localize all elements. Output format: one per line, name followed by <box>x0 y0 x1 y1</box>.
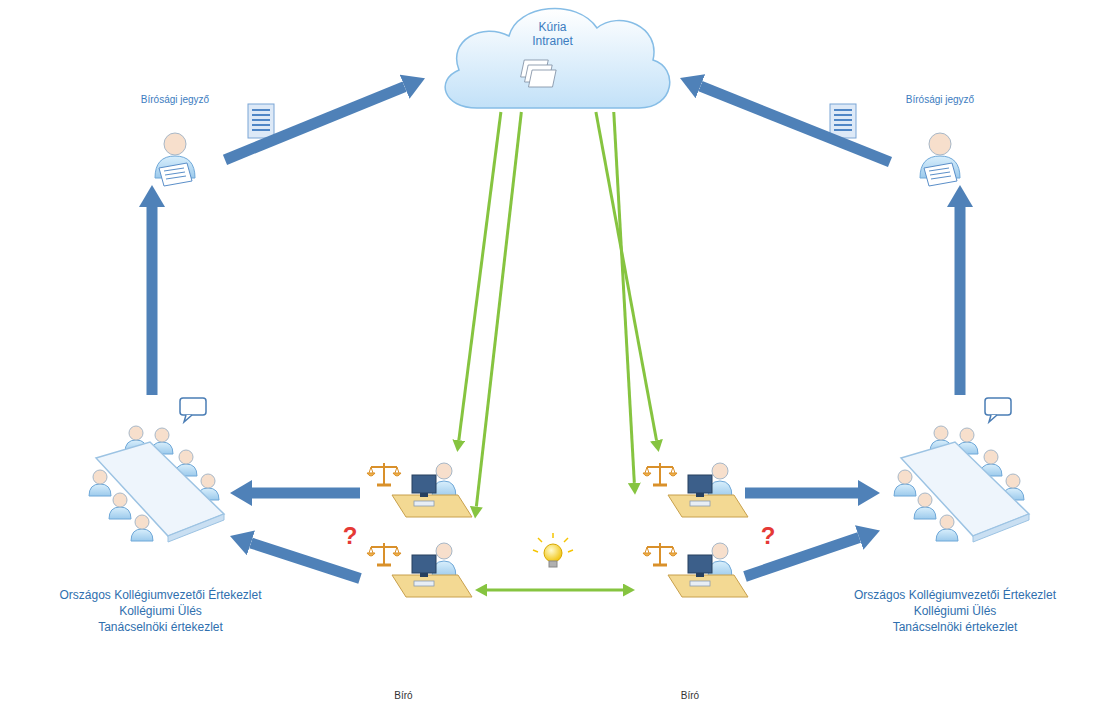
meeting-group: Országos Kollégiumvezetői ÉrtekezletKoll… <box>880 395 1040 550</box>
access-arrow <box>614 112 635 483</box>
meeting-group-label: Kollégiumi Ülés <box>119 604 202 618</box>
flow-arrow <box>251 543 360 579</box>
clerk-node: Bírósági jegyző <box>890 92 990 185</box>
access-arrow <box>476 112 521 507</box>
meeting-group-label: Tanácselnöki értekezlet <box>98 620 223 634</box>
flow-arrow <box>955 207 966 395</box>
flow-arrow <box>225 87 405 160</box>
meeting-group-label: Országos Kollégiumvezetői Értekezlet <box>854 588 1056 602</box>
intranet-cloud-label: Kúria Intranet <box>518 20 588 49</box>
clerk-node: Bírósági jegyző <box>125 92 225 185</box>
flow-arrow <box>700 86 890 162</box>
judge-group-label: Bíró <box>681 690 699 702</box>
access-arrow <box>459 112 501 440</box>
clerk-node-label: Bírósági jegyző <box>906 94 974 106</box>
judge-group: Bíró <box>360 452 475 607</box>
question-mark: ? <box>343 524 358 548</box>
flow-arrow <box>252 488 360 499</box>
access-arrow <box>487 589 623 592</box>
clerk-node-label: Bírósági jegyző <box>141 94 209 106</box>
cloud-shape <box>425 0 680 112</box>
meeting-group-label: Országos Kollégiumvezetői Értekezlet <box>59 588 261 602</box>
meeting-group: Országos Kollégiumvezetői ÉrtekezletKoll… <box>75 395 230 550</box>
flow-arrow <box>147 207 158 395</box>
meeting-group-label: Tanácselnöki értekezlet <box>893 620 1018 634</box>
judge-figure <box>367 463 748 597</box>
access-arrow <box>596 112 657 440</box>
judge-group: Bíró <box>635 452 745 607</box>
intranet-cloud: Kúria Intranet <box>425 0 680 112</box>
flow-arrow <box>745 488 858 499</box>
lightbulb-icon <box>533 533 573 567</box>
question-mark: ? <box>761 524 776 548</box>
judge-group-label: Bíró <box>394 690 412 702</box>
meeting-figure <box>89 398 1029 542</box>
meeting-group-label: Kollégiumi Ülés <box>914 604 997 618</box>
